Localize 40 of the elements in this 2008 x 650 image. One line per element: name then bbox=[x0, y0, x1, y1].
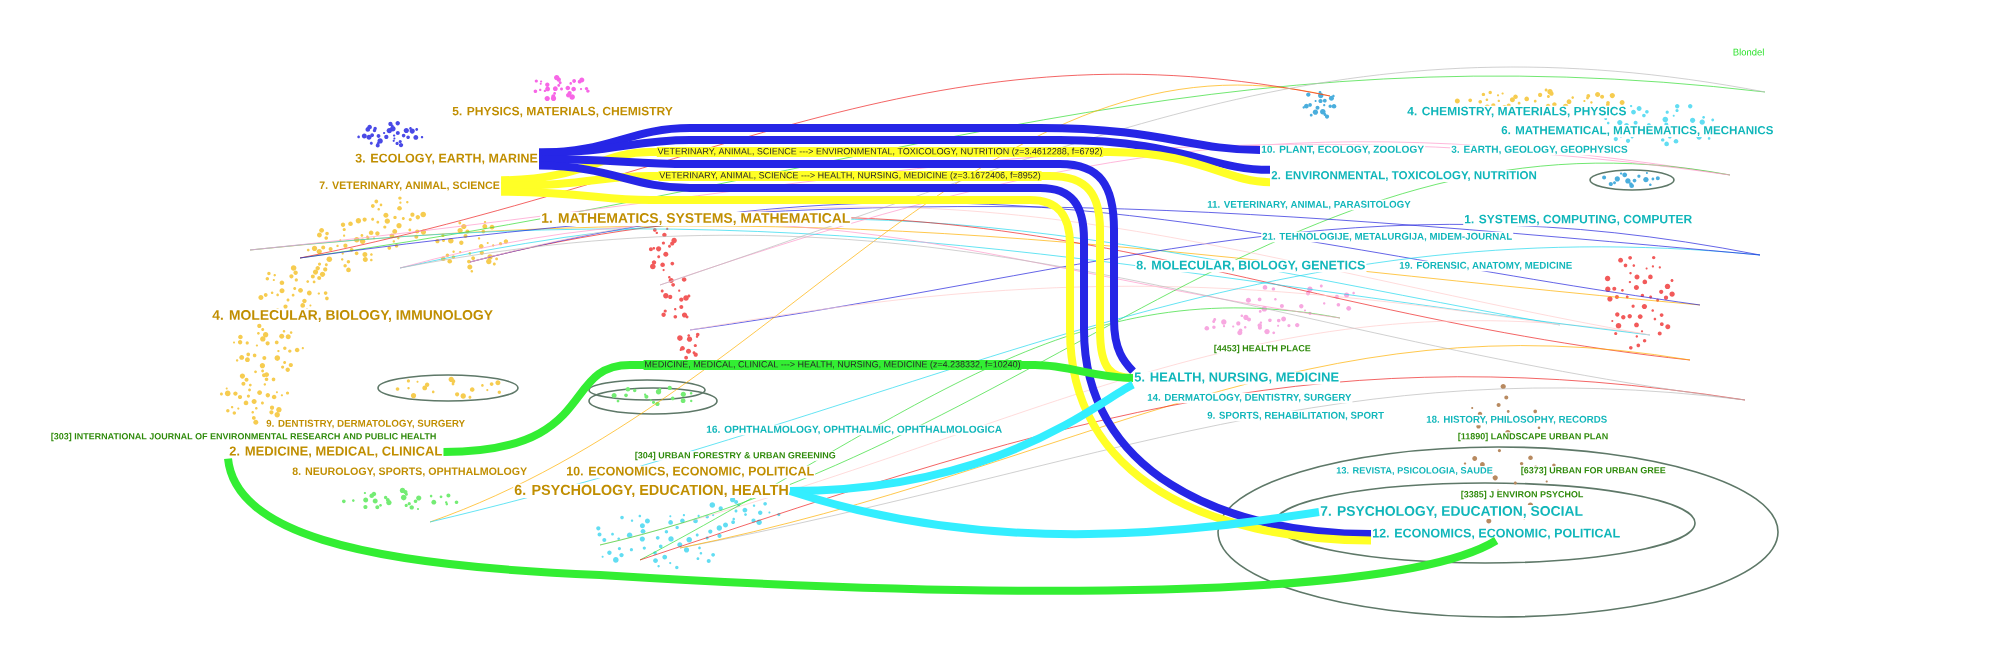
cluster-label: 6. PSYCHOLOGY, EDUCATION, HEALTH bbox=[513, 483, 790, 499]
cluster-label: 13. REVISTA, PSICOLOGIA, SAUDE bbox=[1335, 466, 1494, 476]
cluster-label: 2. MEDICINE, MEDICAL, CLINICAL bbox=[228, 445, 444, 459]
cluster-label: 5. HEALTH, NURSING, MEDICINE bbox=[1133, 371, 1341, 385]
cluster-label: 8. MOLECULAR, BIOLOGY, GENETICS bbox=[1135, 259, 1367, 273]
cluster-label: 1. MATHEMATICS, SYSTEMS, MATHEMATICAL bbox=[540, 212, 852, 226]
cluster-label: 9. SPORTS, REHABILITATION, SPORT bbox=[1206, 410, 1386, 422]
edge-label: VETERINARY, ANIMAL, SCIENCE ---> ENVIRONMENTAL, TOXICOLOGY, NUTRITION (z=3.4612288, f=6792) bbox=[656, 147, 1104, 157]
journal-label: [304] URBAN FORESTRY & URBAN GREENING bbox=[634, 451, 837, 461]
cluster-label: 16. OPHTHALMOLOGY, OPHTHALMIC, OPHTHALMOLOGICA bbox=[705, 424, 1004, 436]
cluster-label: 7. VETERINARY, ANIMAL, SCIENCE bbox=[318, 180, 501, 192]
cluster-label: 10. ECONOMICS, ECONOMIC, POLITICAL bbox=[565, 465, 816, 479]
cluster-label: 12. ECONOMICS, ECONOMIC, POLITICAL bbox=[1371, 527, 1622, 541]
cluster-label: 18. HISTORY, PHILOSOPHY, RECORDS bbox=[1425, 414, 1609, 426]
cluster-label: 9. DENTISTRY, DERMATOLOGY, SURGERY bbox=[265, 418, 467, 430]
cluster-label: 3. ECOLOGY, EARTH, MARINE bbox=[354, 152, 539, 166]
flow-band bbox=[224, 457, 1498, 595]
journal-label: [4453] HEALTH PLACE bbox=[1213, 344, 1312, 354]
cluster-label: 3. EARTH, GEOLOGY, GEOPHYSICS bbox=[1450, 144, 1629, 156]
journal-label: [6373] URBAN FOR URBAN GREE bbox=[1520, 466, 1667, 476]
cluster-label: 1. SYSTEMS, COMPUTING, COMPUTER bbox=[1463, 213, 1694, 227]
cluster-label: 10. PLANT, ECOLOGY, ZOOLOGY bbox=[1260, 144, 1426, 156]
cluster-label: 4. MOLECULAR, BIOLOGY, IMMUNOLOGY bbox=[211, 309, 494, 323]
cluster-label: 6. MATHEMATICAL, MATHEMATICS, MECHANICS bbox=[1500, 125, 1775, 137]
cluster-label: 14. DERMATOLOGY, DENTISTRY, SURGERY bbox=[1146, 392, 1353, 404]
cluster-label: 4. CHEMISTRY, MATERIALS, PHYSICS bbox=[1406, 105, 1628, 119]
edge-label: MEDICINE, MEDICAL, CLINICAL ---> HEALTH, NURSING, MEDICINE (z=4.238332, f=10240) bbox=[643, 360, 1022, 370]
cluster-label: 19. FORENSIC, ANATOMY, MEDICINE bbox=[1398, 260, 1574, 272]
cluster-label: 8. NEUROLOGY, SPORTS, OPHTHALMOLOGY bbox=[291, 466, 529, 478]
journal-label: [11890] LANDSCAPE URBAN PLAN bbox=[1457, 432, 1609, 442]
cluster-label: 11. VETERINARY, ANIMAL, PARASITOLOGY bbox=[1206, 199, 1412, 211]
algorithm-label: Blondel bbox=[1732, 47, 1765, 57]
edge-label: VETERINARY, ANIMAL, SCIENCE ---> HEALTH, NURSING, MEDICINE (z=3.1672406, f=8952) bbox=[658, 171, 1042, 181]
cluster-label: 7. PSYCHOLOGY, EDUCATION, SOCIAL bbox=[1319, 505, 1584, 519]
cluster-label: 21. TEHNOLOGIJE, METALURGIJA, MIDEM-JOURNAL bbox=[1261, 231, 1514, 243]
cluster-label: 2. ENVIRONMENTAL, TOXICOLOGY, NUTRITION bbox=[1270, 170, 1538, 182]
cluster-label: 5. PHYSICS, MATERIALS, CHEMISTRY bbox=[451, 105, 674, 119]
flow-band bbox=[539, 155, 1136, 374]
journal-label: [303] INTERNATIONAL JOURNAL OF ENVIRONMENTAL RESEARCH AND PUBLIC HEALTH bbox=[50, 432, 437, 442]
journal-label: [3385] J ENVIRON PSYCHOL bbox=[1460, 490, 1584, 500]
